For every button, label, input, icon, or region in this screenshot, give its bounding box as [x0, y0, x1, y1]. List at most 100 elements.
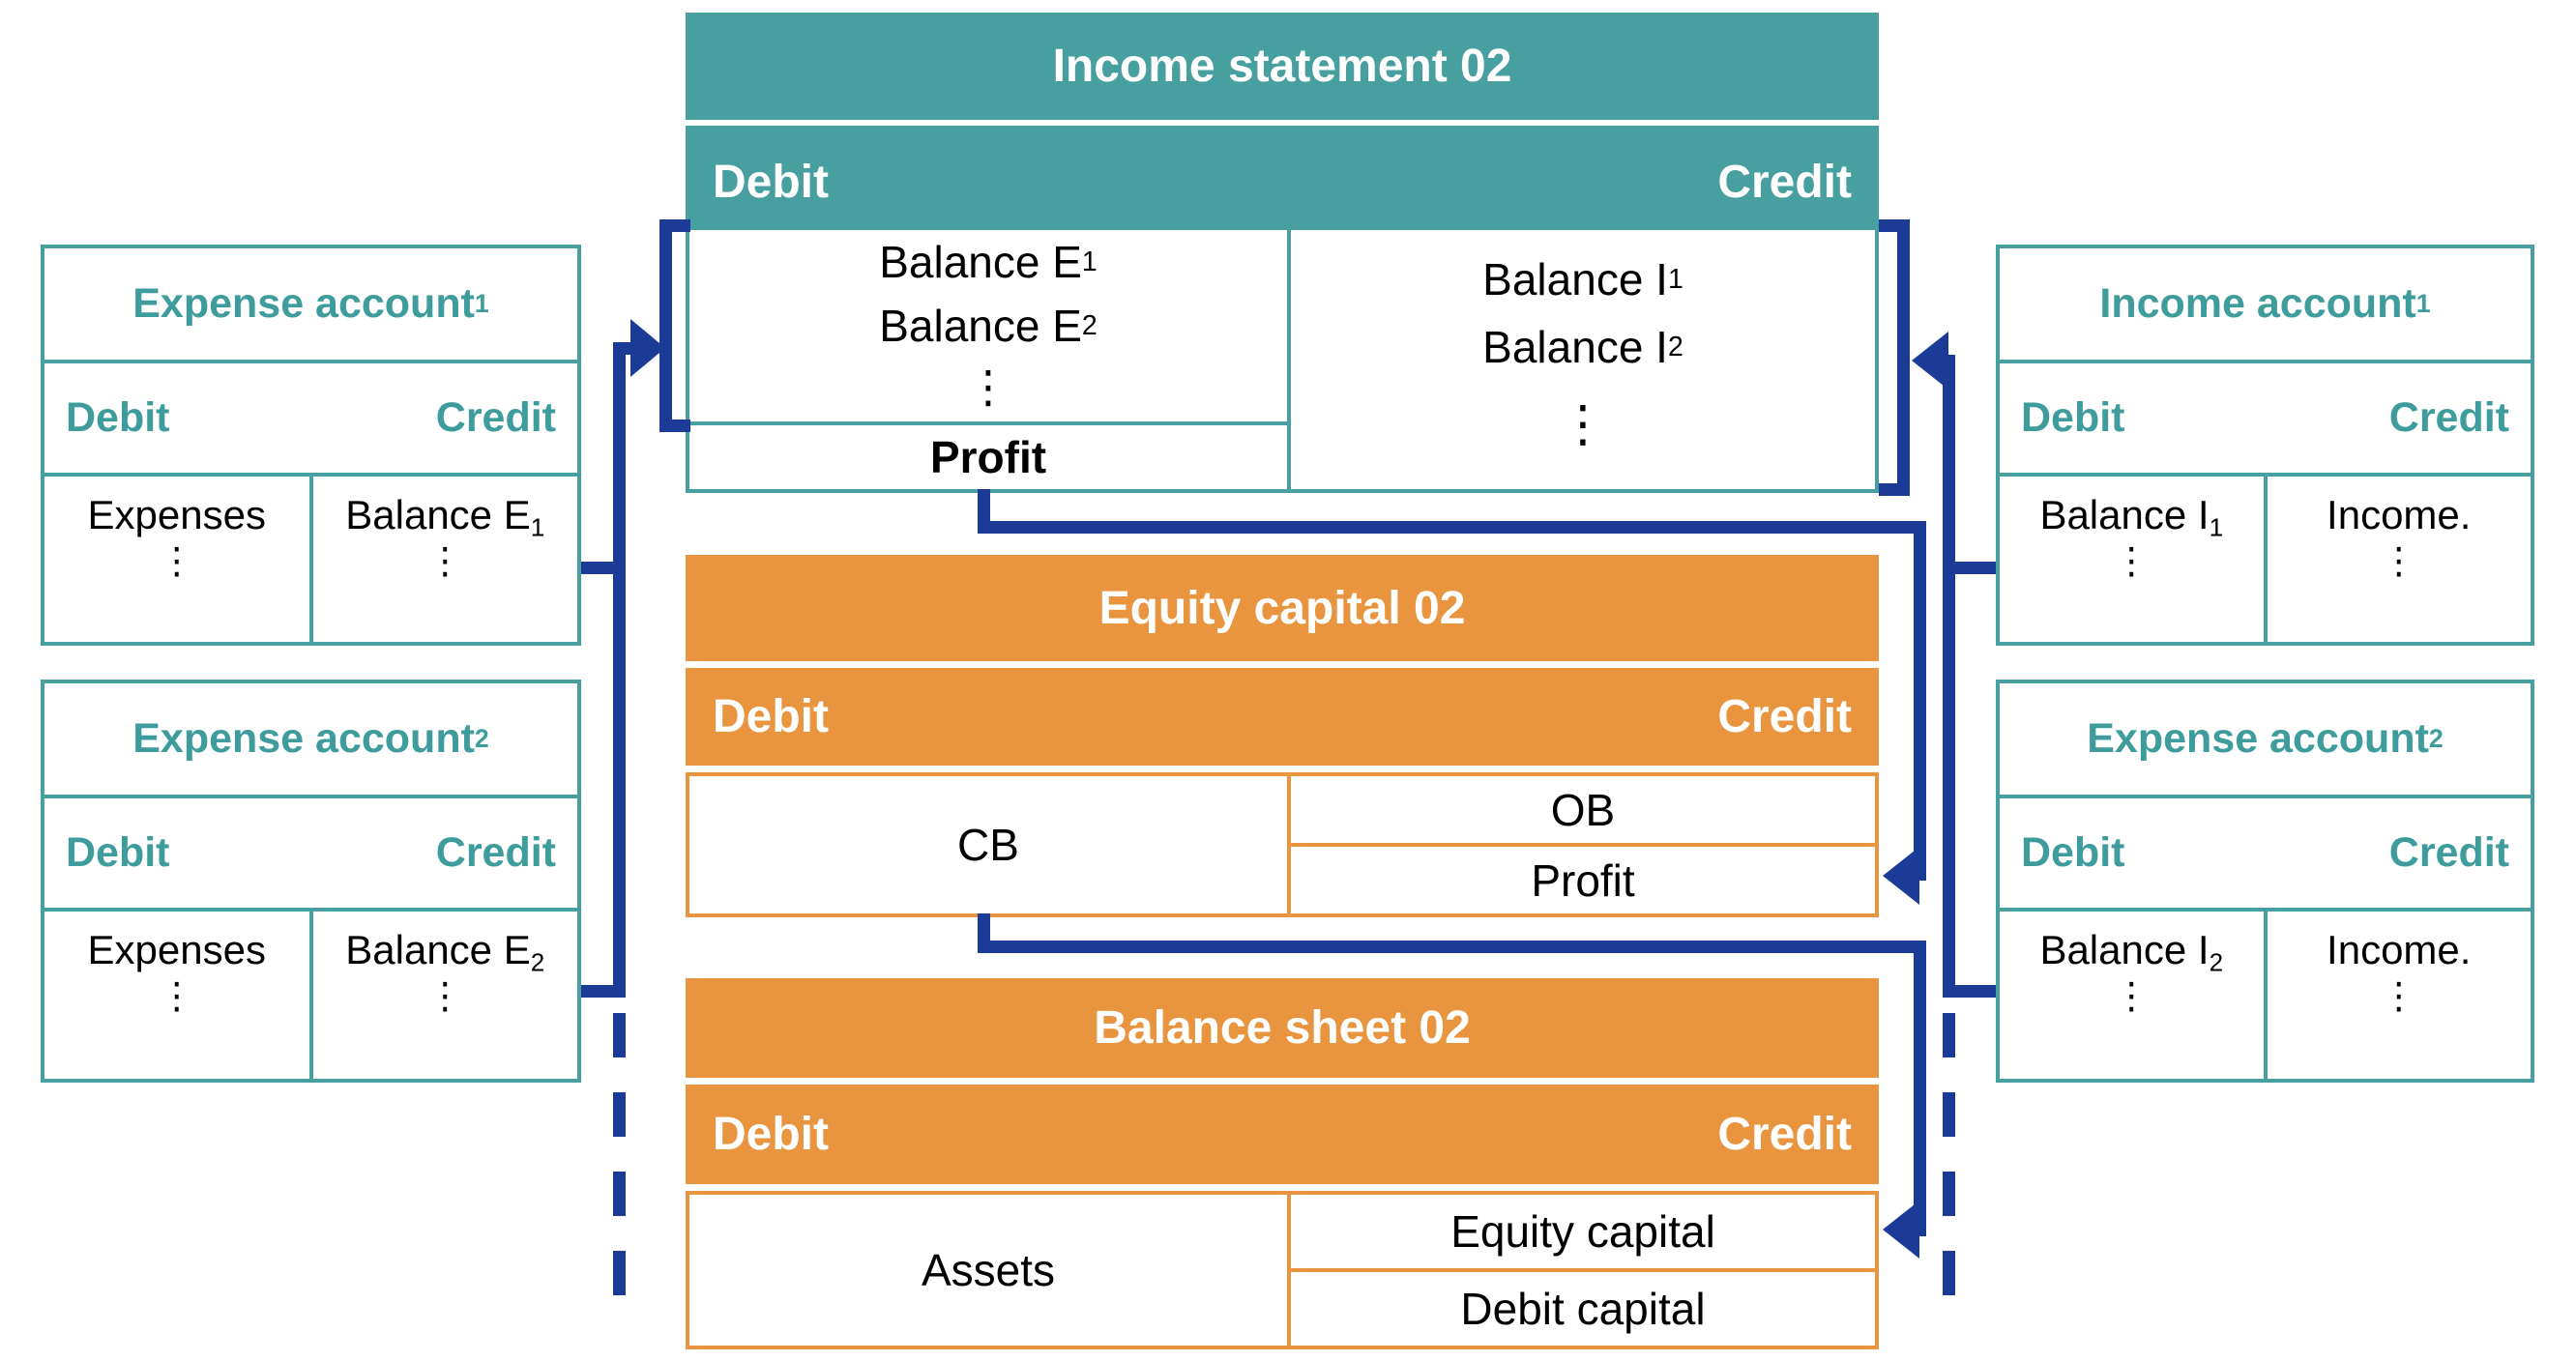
income-account-1-header-row: Debit Credit [2000, 363, 2531, 477]
income-account-1-credit-cell: Income. ⋮ [2268, 477, 2532, 642]
equity-capital-row: Equity capital [1450, 1206, 1715, 1257]
right-closing-dashed-line [1943, 1013, 1955, 1320]
expense-account-2-right-credit-cell: Income. ⋮ [2268, 912, 2532, 1079]
balance-e2-text: Balance E [879, 301, 1082, 351]
income-debit-bracket-vertical [659, 219, 672, 432]
equity-capital-body: CB OB Profit [686, 772, 1879, 917]
equity-capital-table: Equity capital 02 Debit Credit CB OB Pro… [686, 555, 1879, 917]
balance-i1-subscript: 1 [1667, 263, 1683, 295]
balance-sheet-title: Balance sheet 02 [686, 978, 1879, 1078]
balance-i2-text: Balance I2 [2039, 927, 2224, 977]
balance-e2-text: Balance E2 [345, 927, 545, 977]
left-accounts-vertical-line [613, 342, 626, 998]
income-text: Income. [2327, 492, 2472, 537]
expense-account-2-left-title-text: Expense account [132, 715, 475, 762]
left-closing-dashed-line [613, 1013, 626, 1320]
expenses-text: Expenses [87, 927, 266, 972]
income-statement-title: Income statement 02 [686, 13, 1879, 120]
expense-account-2-left-stub [581, 985, 626, 998]
expense-account-2-left-debit-label: Debit [66, 829, 170, 876]
expense-account-1-header-row: Debit Credit [44, 363, 577, 477]
cb-to-balance-arrowhead [1883, 1201, 1919, 1259]
expense-account-1-title-text: Expense account [132, 280, 475, 327]
expense-account-2-left-header-row: Debit Credit [44, 798, 577, 912]
profit-row: Profit [689, 421, 1287, 489]
equity-capital-header-row: Debit Credit [686, 668, 1879, 766]
expense-account-2-right-header-row: Debit Credit [2000, 798, 2531, 912]
income-text: Income. [2327, 927, 2472, 972]
balance-sheet-debit-label: Debit [713, 1109, 829, 1160]
expense-account-1-stub [581, 562, 626, 574]
income-account-1-title-subscript: 1 [2415, 289, 2431, 318]
left-to-income-arrowhead [630, 319, 665, 377]
expense-account-1-debit-cell: Expenses ⋮ [44, 477, 313, 642]
balance-sheet-table: Balance sheet 02 Debit Credit Assets Equ… [686, 978, 1879, 1349]
expense-account-1-debit-label: Debit [66, 394, 170, 441]
income-account-1-body: Balance I1 ⋮ Income. ⋮ [2000, 477, 2531, 642]
expense-account-2-right-stub [1943, 985, 1996, 998]
expense-account-1-credit-label: Credit [435, 394, 556, 441]
income-account-1-stub [1943, 562, 1996, 574]
equity-capital-credit-cell: OB Profit [1291, 776, 1875, 913]
balance-i1-text: Balance I1 [2039, 492, 2224, 542]
income-statement-credit-label: Credit [1717, 157, 1852, 208]
income-account-1-debit-label: Debit [2021, 394, 2125, 441]
equity-capital-debit-label: Debit [713, 691, 829, 742]
equity-profit-row: Profit [1291, 843, 1875, 913]
equity-capital-credit-label: Credit [1717, 691, 1852, 742]
expense-account-2-left-credit-label: Credit [435, 829, 556, 876]
ellipsis: ⋮ [2113, 539, 2151, 583]
ellipsis: ⋮ [2380, 539, 2417, 583]
income-account-1-title-text: Income account [2099, 280, 2416, 327]
income-account-1-credit-label: Credit [2388, 394, 2509, 441]
expense-account-2-right-debit-label: Debit [2021, 829, 2125, 876]
debit-capital-row: Debit capital [1291, 1268, 1875, 1346]
ob-row: OB [1550, 784, 1616, 835]
income-credit-bracket-bottom-stub [1879, 483, 1910, 496]
expense-account-2-right-title-subscript: 2 [2428, 724, 2444, 753]
expense-account-2-left-debit-cell: Expenses ⋮ [44, 912, 313, 1079]
income-statement-header-row: Debit Credit [686, 126, 1879, 239]
debit-ellipsis: ⋮ [966, 361, 1010, 413]
equity-capital-debit-cell: CB [689, 776, 1291, 913]
balance-i1-text: Balance I [1482, 254, 1668, 304]
balance-i2-text: Balance I [1482, 322, 1668, 372]
equity-capital-title: Equity capital 02 [686, 555, 1879, 661]
cb-to-balance-horizontal [978, 941, 1926, 953]
expenses-text: Expenses [87, 492, 266, 537]
credit-ellipsis: ⋮ [1558, 395, 1608, 453]
expense-account-1-credit-cell: Balance E1 ⋮ [313, 477, 578, 642]
balance-e2-subscript: 2 [1081, 309, 1098, 341]
ellipsis: ⋮ [158, 974, 195, 1018]
expense-account-2-left-title-subscript: 2 [474, 724, 489, 753]
balance-sheet-credit-label: Credit [1717, 1109, 1852, 1160]
expense-account-2-right-body: Balance I2 ⋮ Income. ⋮ [2000, 912, 2531, 1079]
expense-account-2-right-title-text: Expense account [2087, 715, 2429, 762]
income-credit-bracket-vertical [1897, 219, 1910, 496]
income-debit-bracket-top-stub [659, 219, 690, 232]
balance-i2-subscript: 2 [1667, 331, 1683, 362]
income-credit-bracket-top-stub [1879, 219, 1910, 232]
income-debit-bracket-bottom-stub [659, 420, 690, 432]
income-statement-debit-label: Debit [713, 157, 829, 208]
ellipsis: ⋮ [2113, 974, 2151, 1018]
right-accounts-vertical-line [1943, 355, 1955, 998]
expense-account-2-right-debit-cell: Balance I2 ⋮ [2000, 912, 2268, 1079]
balance-sheet-body: Assets Equity capital Debit capital [686, 1191, 1879, 1349]
ellipsis: ⋮ [426, 539, 464, 583]
profit-to-equity-vertical [1914, 521, 1926, 881]
balance-e1-text: Balance E [879, 237, 1082, 287]
balance-sheet-debit-cell: Assets [689, 1195, 1291, 1346]
